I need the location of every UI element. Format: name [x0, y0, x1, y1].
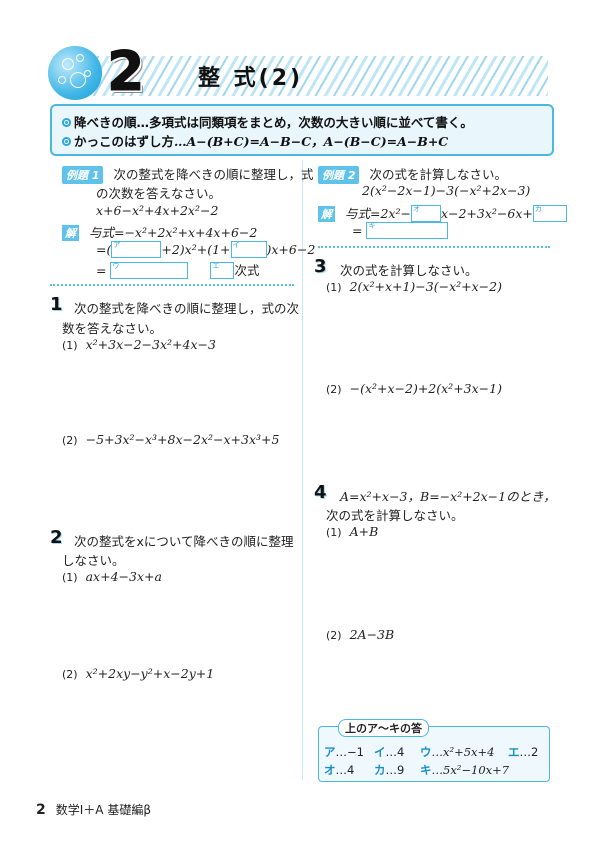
q2-part-1: (1)ax+4−3x+a [62, 569, 162, 584]
q2-prompt-2: しなさい。 [62, 553, 125, 568]
answer-box-ki[interactable]: キ [366, 222, 449, 239]
q4-part-1: (1)A+B [326, 524, 379, 539]
question-3: 3 [314, 256, 327, 277]
answer-e: エ…2 [508, 745, 539, 759]
dotted-separator [318, 246, 550, 248]
solution-tag: 解 [62, 225, 79, 241]
q2-part-2: (2)x²+2xy−y²+x−2y+1 [62, 666, 215, 681]
question-2: 2 [50, 527, 63, 548]
q1-prompt-2: 数を答えなさい。 [62, 321, 163, 336]
q1-prompt-1: 次の整式を降べきの順に整理し，式の次 [74, 301, 300, 316]
header-band [88, 56, 548, 96]
bubble-logo-icon [48, 46, 102, 100]
q4-prompt-2: 次の式を計算しなさい。 [326, 508, 464, 523]
example-tag: 例題 2 [318, 166, 360, 184]
example1-solution-2: =(ア+2)x²+(1+イ)x+6−2 [96, 241, 316, 258]
summary-line-2: かっこのはずし方…A−(B+C)=A−B−C，A−(B−C)=A−B+C [62, 131, 448, 150]
q1-part-2: (2)−5+3x²−x³+8x−2x²−x+3x³+5 [62, 432, 280, 447]
summary-box [50, 104, 554, 156]
page-title: 整 式(2) [198, 66, 304, 91]
answer-u: ウ…x²+5x+4 [420, 745, 495, 759]
q4-part-2: (2)2A−3B [326, 627, 395, 642]
question-4: 4 [314, 482, 327, 503]
summary-line-1: 降べきの順…多項式は同類項をまとめ，次数の大きい順に並べて書く。 [62, 112, 473, 131]
answer-o: オ…4 [324, 763, 355, 777]
answer-a: ア…−1 [324, 745, 364, 759]
example2-prompt: 例題 2 次の式を計算しなさい。 [318, 164, 507, 184]
question-number: 2 [50, 527, 63, 548]
question-1: 1 [50, 294, 63, 315]
q1-part-1: (1)x²+3x−2−3x²+4x−3 [62, 337, 216, 352]
example1-solution-3: = ウ エ次式 [96, 262, 260, 279]
answer-box-a[interactable]: ア [111, 241, 162, 258]
question-number: 1 [50, 294, 63, 315]
example2-expression: 2(x²−2x−1)−3(−x²+2x−3) [362, 183, 531, 198]
answer-box-o[interactable]: オ [410, 205, 441, 222]
answer-i: イ…4 [374, 745, 405, 759]
example1-prompt: 例題 1 次の整式を降べきの順に整理し，式 [62, 164, 313, 184]
dotted-separator [50, 284, 294, 286]
section-number: 2 [107, 40, 146, 104]
summary-text: …A−(B+C)=A−B−C，A−(B−C)=A−B+C [174, 134, 449, 149]
answer-box-i[interactable]: イ [230, 241, 267, 258]
bullet-icon [62, 118, 71, 127]
summary-label: 降べきの順 [74, 115, 137, 130]
page-footer: 2 数学Ⅰ＋A 基礎編β [36, 801, 151, 818]
example1-solution-1: 解 与式=−x²+2x²+x+4x+6−2 [62, 222, 257, 241]
answer-ki: キ…5x²−10x+7 [420, 763, 510, 777]
solution-tag: 解 [318, 206, 335, 222]
example1-expression: x+6−x²+4x+2x²−2 [96, 203, 219, 218]
q3-part-1: (1)2(x²+x+1)−3(−x²+x−2) [326, 279, 502, 294]
q4-prompt-1: A=x²+x−3，B=−x²+2x−1のとき， [340, 489, 556, 504]
q3-part-2: (2)−(x²+x−2)+2(x²+3x−1) [326, 381, 502, 396]
answer-box-ka[interactable]: カ [532, 205, 567, 222]
answer-ka: カ…9 [374, 763, 405, 777]
question-number: 3 [314, 256, 327, 277]
answer-box-u[interactable]: ウ [110, 262, 189, 279]
question-number: 4 [314, 482, 327, 503]
answer-key-heading: 上のア〜キの答 [338, 719, 429, 737]
page-number: 2 [36, 802, 46, 818]
example2-solution-2: = キ [352, 222, 449, 239]
book-title: 数学Ⅰ＋A 基礎編β [55, 803, 151, 817]
answer-box-e[interactable]: エ [210, 262, 235, 279]
q3-prompt: 次の式を計算しなさい。 [340, 263, 478, 278]
summary-label: かっこのはずし方 [74, 134, 175, 149]
example-tag: 例題 1 [62, 166, 104, 184]
example1-prompt-2: の次数を答えなさい。 [96, 186, 222, 201]
q2-prompt-1: 次の整式をxについて降べきの順に整理 [74, 534, 294, 549]
column-divider [302, 160, 303, 780]
bullet-icon [62, 137, 71, 146]
summary-text: …多項式は同類項をまとめ，次数の大きい順に並べて書く。 [136, 115, 473, 130]
